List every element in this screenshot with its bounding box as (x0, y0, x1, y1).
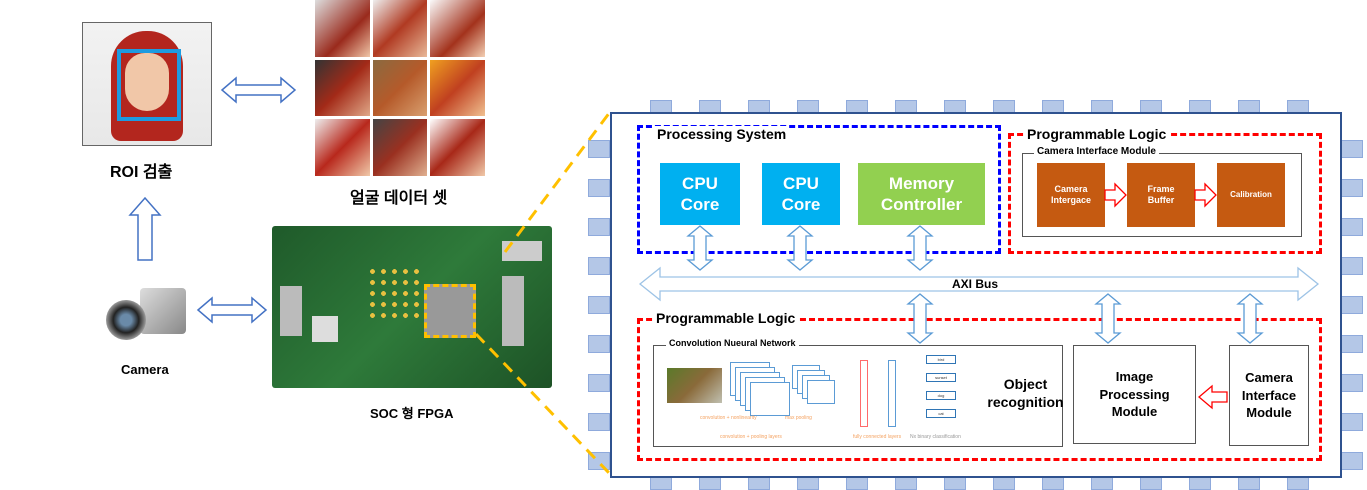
roi-dataset-double-arrow (220, 76, 297, 104)
dataset-face (430, 0, 485, 57)
camera-lens (106, 300, 146, 340)
dataset-face (372, 0, 428, 57)
pl-bottom-title: Programmable Logic (653, 310, 799, 326)
dataset-face (430, 119, 485, 176)
board-connector (502, 241, 542, 261)
class-dog: dog (926, 391, 956, 400)
cpu-core-2: CPU Core (762, 163, 840, 225)
cnn-feature-map (888, 360, 896, 427)
camera-fpga-double-arrow (196, 296, 268, 324)
cnn-feature-map (860, 360, 868, 427)
camera-image (100, 280, 190, 350)
frame-buffer-arrow-2 (1194, 182, 1217, 208)
class-bird: bird (926, 355, 956, 364)
board-chip (312, 316, 338, 342)
calibration-block: Calibration (1217, 163, 1285, 227)
dataset-face (315, 119, 370, 176)
bus-double-arrow (1094, 293, 1122, 344)
board-pads (367, 266, 422, 321)
chip-pin (588, 296, 610, 314)
camera-interface-module-bottom: Camera Interface Module (1229, 345, 1309, 446)
fpga-board-image (272, 226, 552, 388)
zoom-line-top (503, 111, 612, 253)
camera-body (140, 288, 186, 334)
object-recognition-label: Object recognition (987, 376, 1064, 411)
bird-image (667, 368, 722, 403)
bus-double-arrow (1236, 293, 1264, 344)
cnn-class-list: bird sunset dog cat (926, 355, 956, 418)
cnn-title: Convolution Nueural Network (666, 338, 799, 348)
dataset-face (372, 119, 428, 176)
fpga-label: SOC 형 FPGA (370, 406, 454, 421)
cnn-conv-label: convolution + nonlinearity (700, 415, 757, 421)
cnn-box (653, 345, 1063, 447)
board-connector (502, 276, 524, 346)
zoom-line-bottom (474, 332, 612, 476)
face (125, 53, 169, 111)
bus-double-arrow (786, 225, 814, 271)
cnn-fc-label: fully connected layers (853, 434, 902, 440)
cnn-feature-map (807, 380, 835, 404)
cnn-conv-pool-label: convolution + pooling layers (720, 434, 782, 440)
camera-to-image-processing-arrow (1197, 384, 1228, 410)
chip-pin (588, 374, 610, 392)
axi-bus-label: AXI Bus (951, 277, 998, 291)
camera-label: Camera (121, 362, 169, 377)
bus-double-arrow (906, 293, 934, 344)
dataset-face (315, 59, 370, 117)
processing-system-title: Processing System (654, 126, 790, 142)
pl-bottom-box (637, 318, 1322, 461)
pl-top-title: Programmable Logic (1024, 126, 1170, 142)
chip-pin (588, 179, 610, 197)
cpu-core-1: CPU Core (660, 163, 740, 225)
dataset-face (430, 59, 485, 117)
class-cat: cat (926, 409, 956, 418)
axi-bus-arrow (638, 266, 1320, 302)
cnn-pool-label: max pooling (785, 415, 812, 421)
chip-pin (588, 335, 610, 353)
cnn-binary-label: Nx binary classification (910, 434, 961, 440)
processing-system-box (637, 125, 1001, 254)
bus-double-arrow (686, 225, 714, 271)
bus-double-arrow (906, 225, 934, 271)
face-photo (82, 22, 212, 146)
memory-controller: Memory Controller (858, 163, 985, 225)
image-processing-module: Image Processing Module (1073, 345, 1196, 444)
dataset-face (372, 59, 428, 117)
frame-buffer-block: Frame Buffer (1127, 163, 1195, 227)
frame-buffer-arrow-1 (1104, 182, 1127, 208)
chip-pin (588, 413, 610, 431)
dataset-face (315, 0, 370, 57)
cnn-feature-map (750, 382, 790, 416)
chip-pin (588, 257, 610, 275)
dataset-label: 얼굴 데이터 셋 (350, 190, 448, 207)
board-connector (280, 286, 302, 336)
class-sunset: sunset (926, 373, 956, 382)
face-dataset-grid (315, 0, 485, 176)
chip-pin (588, 140, 610, 158)
roi-box (117, 49, 181, 121)
roi-label: ROI 검출 (110, 164, 173, 181)
chip-pin (588, 218, 610, 236)
camera-interface-module-box (1022, 153, 1302, 237)
camera-interface-block: Camera Intergace (1037, 163, 1105, 227)
fpga-chip-highlight (424, 284, 476, 338)
camera-up-arrow (128, 196, 162, 261)
camera-interface-module-title: Camera Interface Module (1034, 146, 1159, 157)
